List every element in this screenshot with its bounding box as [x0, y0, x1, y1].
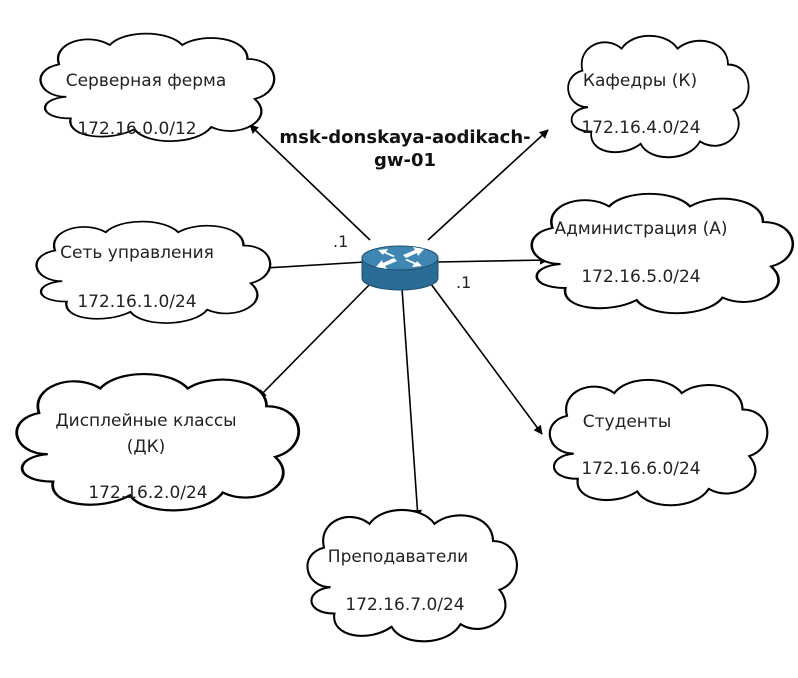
cloud-administration[interactable]: Администрация (А) 172.16.5.0/24: [530, 192, 795, 315]
router-name-line1: msk-donskaya-aodikach-: [279, 127, 530, 148]
cloud-label: Дисплейные классы: [55, 411, 236, 431]
cloud-label: Серверная ферма: [66, 71, 227, 91]
edge-administration: [437, 255, 549, 265]
cloud-subnet: 172.16.2.0/24: [88, 483, 207, 503]
cloud-label: Студенты: [583, 412, 672, 432]
cloud-label: Сеть управления: [60, 243, 214, 263]
edge-display-classes: [257, 281, 373, 399]
edge-server-farm: [249, 124, 371, 241]
cloud-subnet: 172.16.0.0/12: [77, 119, 196, 139]
router-arrows-icon: [376, 247, 424, 269]
edges: [231, 124, 549, 519]
cloud-display-classes[interactable]: Дисплейные классы (ДК) 172.16.2.0/24: [15, 372, 301, 512]
cloud-label: Администрация (А): [554, 219, 727, 239]
edge-departments: [427, 129, 549, 241]
cloud-subnet: 172.16.7.0/24: [345, 595, 464, 615]
cloud-subnet: 172.16.1.0/24: [77, 292, 196, 312]
cloud-server-farm[interactable]: Серверная ферма 172.16.0.0/12: [39, 32, 276, 143]
interface-label-right: .1: [456, 273, 471, 292]
cloud-subnet: 172.16.6.0/24: [581, 459, 700, 479]
cloud-teachers[interactable]: Преподаватели 172.16.7.0/24: [306, 508, 518, 643]
cloud-subnet: 172.16.5.0/24: [581, 267, 700, 287]
cloud-departments[interactable]: Кафедры (К) 172.16.4.0/24: [567, 34, 750, 159]
router-icon[interactable]: [361, 245, 439, 291]
cloud-management[interactable]: Сеть управления 172.16.1.0/24: [35, 220, 272, 325]
cloud-subnet: 172.16.4.0/24: [581, 118, 700, 138]
cloud-students[interactable]: Студенты 172.16.6.0/24: [548, 378, 769, 507]
interface-label-left: .1: [333, 232, 348, 251]
cloud-label: Преподаватели: [328, 547, 468, 567]
edge-teachers: [401, 287, 422, 519]
edge-students: [427, 279, 543, 435]
cloud-label: Кафедры (К): [583, 71, 697, 91]
cloud-label: (ДК): [127, 437, 166, 457]
router-name-line2: gw-01: [374, 150, 436, 171]
